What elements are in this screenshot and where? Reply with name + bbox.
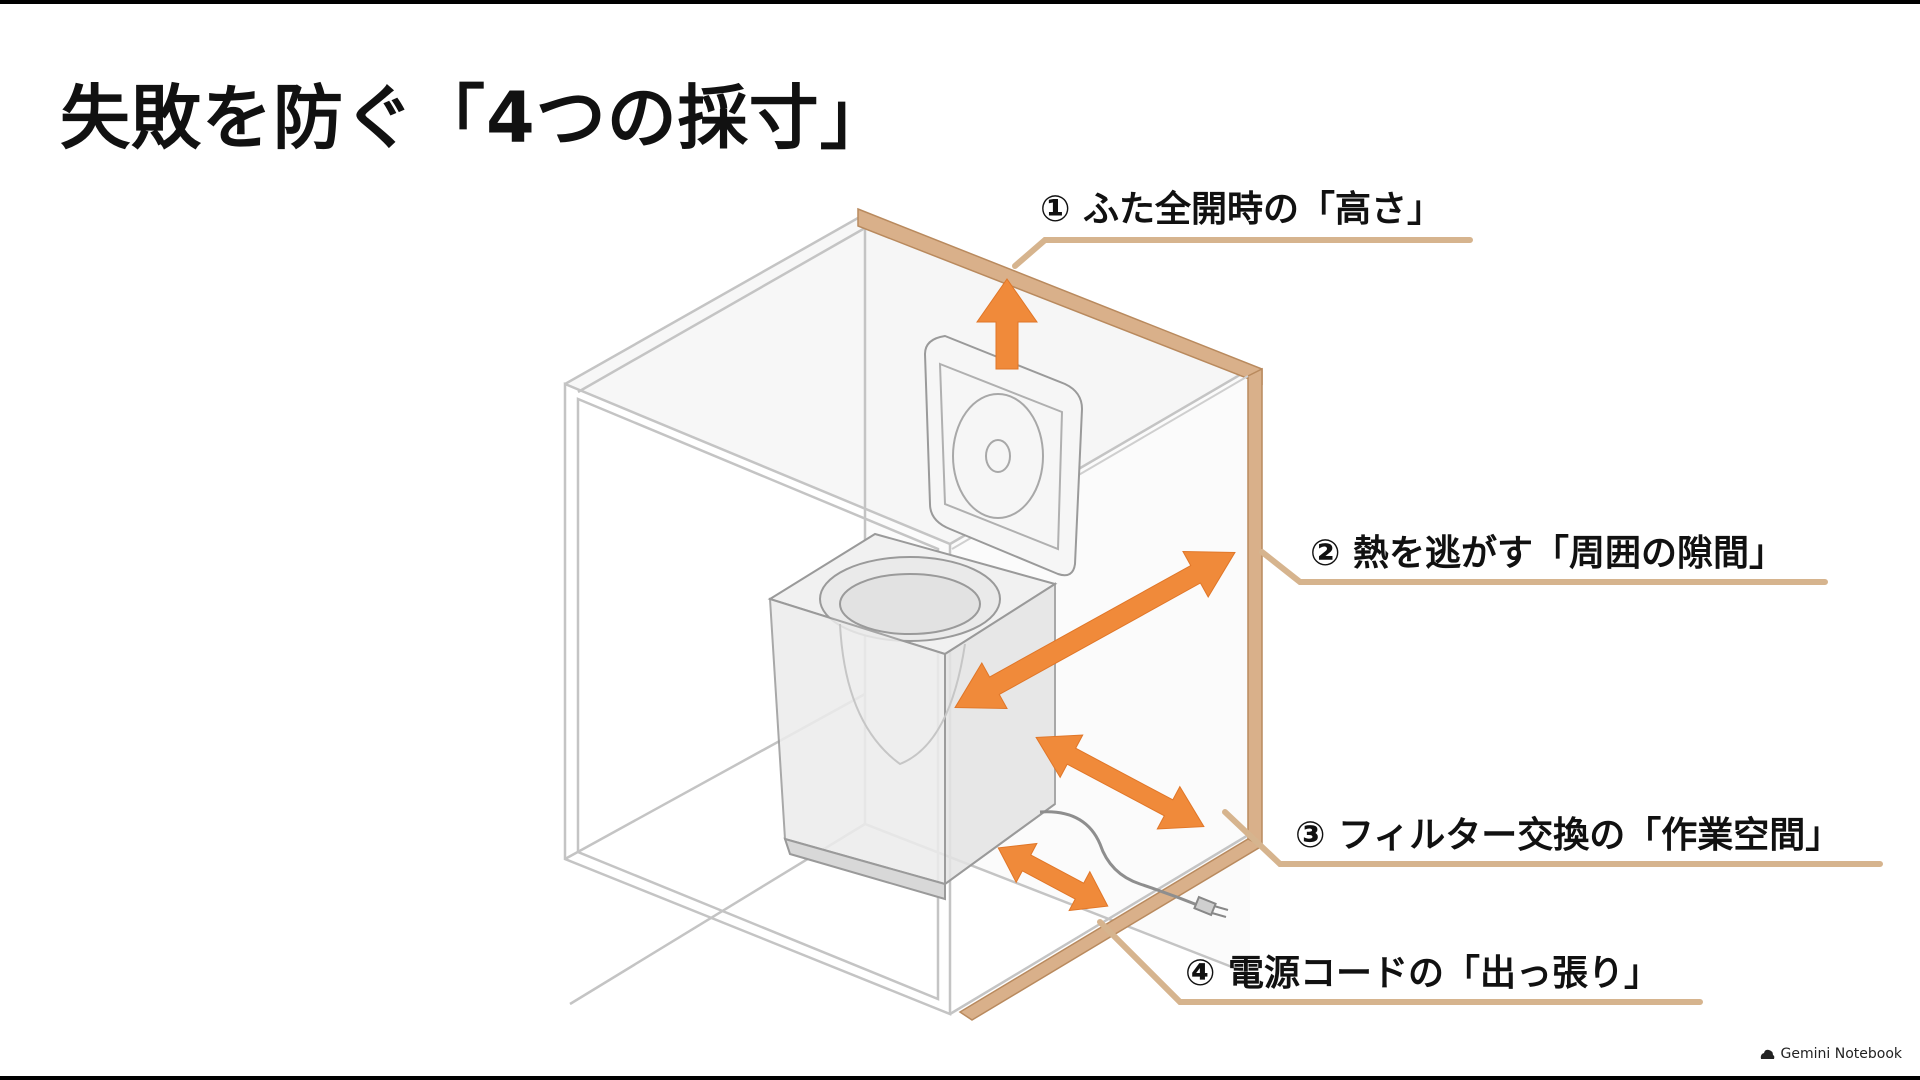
leader-filter-workspace (1222, 809, 1883, 867)
rice-cooker (767, 334, 1229, 918)
callout-surrounding-gap: ② 熱を逃がす「周囲の隙間」 (1310, 533, 1786, 574)
arrow-power-cord (997, 842, 1109, 912)
brand-name: Gemini Notebook (1780, 1046, 1902, 1062)
arrow-surrounding-gap (954, 550, 1236, 710)
arrow-filter-workspace (1035, 734, 1205, 830)
cloud-icon (1760, 1049, 1774, 1059)
leader-power-cord (1097, 919, 1703, 1005)
brand-watermark: Gemini Notebook (1759, 1046, 1902, 1062)
leader-lid-height (1012, 237, 1473, 269)
measurement-diagram (563, 207, 1883, 1021)
callout-power-cord: ④ 電源コードの「出っ張り」 (1185, 953, 1661, 994)
page-title: 失敗を防ぐ「4つの採寸」 (60, 77, 891, 159)
arrow-lid-height (976, 278, 1038, 370)
callout-filter-workspace: ③ フィルター交換の「作業空間」 (1295, 815, 1842, 856)
leader-lines (1012, 237, 1883, 1005)
slide: 失敗を防ぐ「4つの採寸」 (0, 4, 1920, 1076)
callout-lid-height: ① ふた全開時の「高さ」 (1040, 189, 1444, 230)
measurement-arrows (954, 278, 1236, 912)
leader-surrounding-gap (1259, 549, 1828, 585)
